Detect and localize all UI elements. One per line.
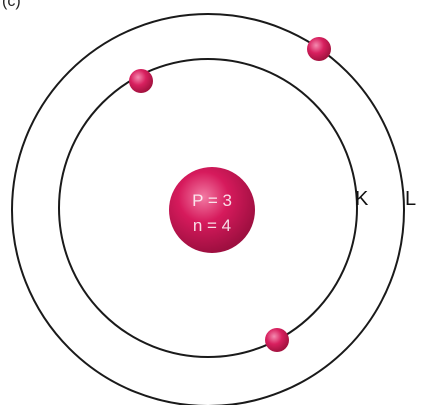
electron-k-shell-1 <box>129 69 153 93</box>
nucleus-protons-label: P = 3 <box>192 191 232 210</box>
nucleus-neutrons-label: n = 4 <box>193 216 231 235</box>
shell-label-k: K <box>355 188 369 210</box>
electron-k-shell-2 <box>265 328 289 352</box>
figure-corner-label: (c) <box>2 0 21 10</box>
nucleus: P = 3 n = 4 <box>169 167 255 253</box>
nucleus-sphere <box>169 167 255 253</box>
shell-label-l: L <box>405 188 416 210</box>
electron-l-shell-1 <box>307 37 331 61</box>
